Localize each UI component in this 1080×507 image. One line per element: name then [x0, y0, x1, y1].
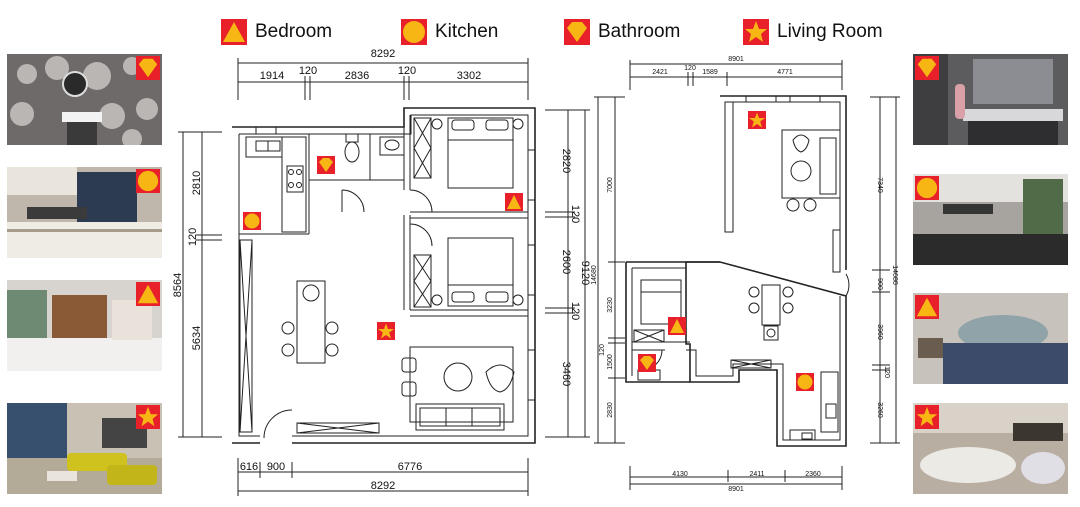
- dim-label: 3960: [876, 324, 883, 340]
- dim-label: 14680: [891, 265, 898, 285]
- bathroom-marker-icon: [638, 354, 656, 372]
- photo-bathroom-left: [7, 54, 162, 145]
- diamond-marker-icon: [915, 56, 939, 80]
- dim-label: 4771: [777, 69, 793, 76]
- dim-label: 120: [569, 302, 581, 320]
- circle-marker-icon: [401, 19, 427, 45]
- kitchen-marker-icon: [796, 373, 814, 391]
- dim-label: 2600: [560, 250, 572, 274]
- dim-label: 2421: [652, 69, 668, 76]
- triangle-marker-icon: [915, 295, 939, 319]
- dim-label: 2820: [560, 149, 572, 173]
- dim-label: 120: [883, 366, 890, 378]
- photo-bedroom-right: [913, 293, 1068, 384]
- dim-label: 8901: [728, 486, 744, 493]
- dim-label: 120: [599, 344, 606, 356]
- legend-label: Kitchen: [435, 21, 499, 42]
- dim-label: 9120: [579, 261, 591, 285]
- plan-a: [178, 58, 590, 496]
- dim-label: 7000: [607, 177, 614, 193]
- plan-b-dimension-labels: 8901 2421 120 1589 4771 4130 2411 2360 8…: [591, 56, 898, 493]
- triangle-marker-icon: [136, 282, 160, 306]
- circle-marker-icon: [136, 169, 160, 193]
- dim-label: 120: [569, 205, 581, 223]
- diamond-marker-icon: [564, 19, 590, 45]
- dim-label: 6776: [398, 461, 422, 473]
- dim-label: 1500: [607, 354, 614, 370]
- plan-a-dimension-labels: 8292 1914 120 2836 120 3302 616 900 6776…: [172, 48, 591, 492]
- diamond-marker-icon: [136, 56, 160, 80]
- dim-label: 900: [876, 278, 883, 290]
- plan-b: [594, 60, 900, 490]
- photo-kitchen-right: [913, 174, 1068, 265]
- dim-label: 4130: [672, 471, 688, 478]
- photo-kitchen-left: [7, 167, 162, 258]
- dim-label: 2830: [607, 402, 614, 418]
- dim-label: 616: [240, 461, 258, 473]
- legend: Bedroom Kitchen Bathroom Living Room: [0, 17, 1080, 47]
- dim-label: 3460: [560, 362, 572, 386]
- legend-label: Living Room: [777, 21, 883, 42]
- bedroom-marker-icon: [668, 317, 686, 335]
- dim-label: 7340: [876, 177, 883, 193]
- dim-label: 120: [398, 65, 416, 77]
- dim-label: 8564: [172, 273, 184, 297]
- living-room-marker-icon: [377, 322, 395, 340]
- dim-label: 8901: [728, 56, 744, 63]
- photo-bedroom-left: [7, 280, 162, 371]
- legend-item-bathroom: Bathroom: [564, 17, 680, 47]
- dim-label: 2810: [191, 171, 203, 195]
- photo-living-room-left: [7, 403, 162, 494]
- dim-label: 120: [187, 228, 199, 246]
- dim-label: 900: [267, 461, 285, 473]
- dim-label: 3260: [876, 402, 883, 418]
- legend-label: Bathroom: [598, 21, 681, 42]
- legend-item-kitchen: Kitchen: [401, 17, 498, 47]
- dim-label: 3230: [607, 297, 614, 313]
- dim-label: 2836: [345, 70, 369, 82]
- dim-label: 2411: [749, 471, 764, 478]
- star-marker-icon: [136, 405, 160, 429]
- dim-label: 1589: [702, 69, 718, 76]
- star-marker-icon: [743, 19, 769, 45]
- dim-label: 2360: [805, 471, 821, 478]
- triangle-marker-icon: [221, 19, 247, 45]
- dim-label: 120: [299, 65, 317, 77]
- dim-label: 8292: [371, 480, 395, 492]
- legend-label: Bedroom: [255, 21, 333, 42]
- dim-label: 3302: [457, 70, 481, 82]
- dim-label: 5634: [191, 326, 203, 350]
- circle-marker-icon: [915, 176, 939, 200]
- photo-living-room-right: [913, 403, 1068, 494]
- dim-label: 8292: [371, 48, 395, 60]
- bathroom-marker-icon: [317, 156, 335, 174]
- dim-label: 1914: [260, 70, 284, 82]
- kitchen-marker-icon: [243, 212, 261, 230]
- dim-label: 14680: [591, 265, 598, 285]
- photo-bathroom-right: [913, 54, 1068, 145]
- star-marker-icon: [915, 405, 939, 429]
- legend-item-bedroom: Bedroom: [221, 17, 332, 47]
- dim-label: 120: [684, 65, 696, 72]
- bedroom-marker-icon: [505, 193, 523, 211]
- living-room-marker-icon: [748, 111, 766, 129]
- legend-item-living-room: Living Room: [743, 17, 883, 47]
